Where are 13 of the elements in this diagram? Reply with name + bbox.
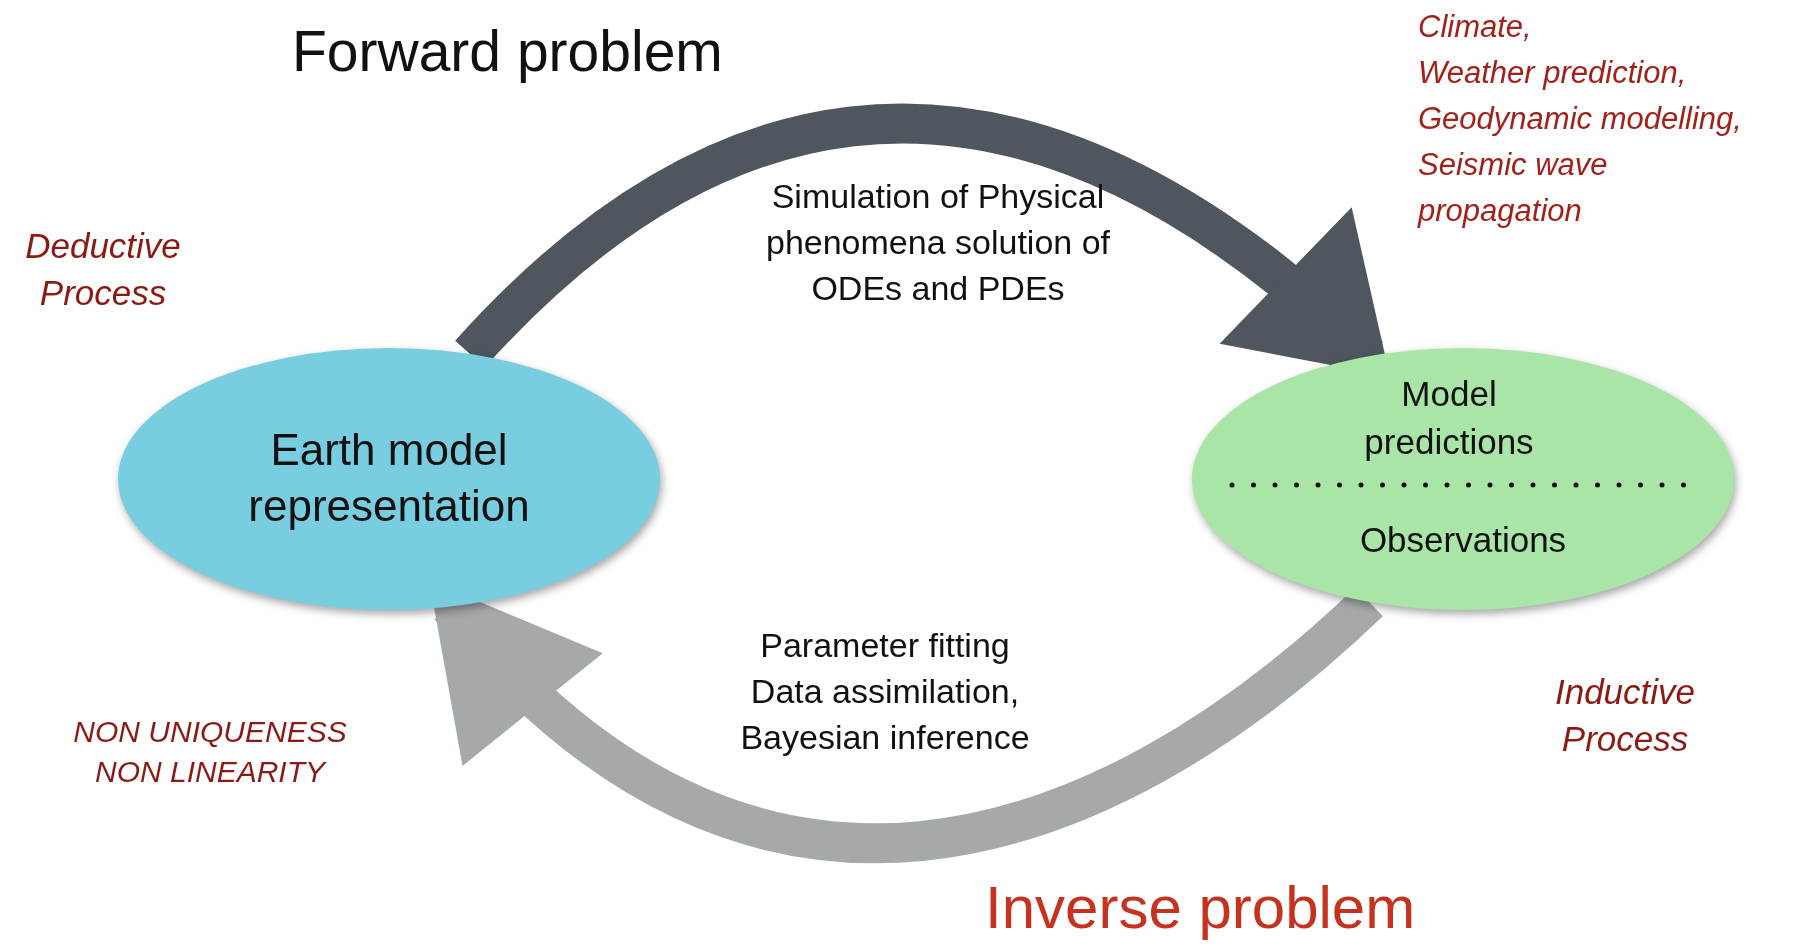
node-text: Earth model representation <box>247 424 531 532</box>
heading: Inverse problem <box>985 873 1417 943</box>
process-note: Inductive Process <box>1553 671 1697 760</box>
note-text: NON UNIQUENESS NON LINEARITY <box>72 714 348 790</box>
ellipse-node <box>1192 348 1734 610</box>
edge-label: Parameter fitting Data assimilation, Bayesian inference <box>739 625 1031 758</box>
ellipse-node <box>118 348 660 610</box>
heading: Forward problem <box>292 18 724 84</box>
example-list: Climate, Weather prediction, Geodynamic modelling, Seismic wave propagation <box>1418 4 1808 234</box>
process-note: Deductive Process <box>24 225 182 314</box>
edge-label: Simulation of Physical phenomena solution of ODEs and PDEs <box>764 176 1111 309</box>
node-text: Model predictions <box>1363 373 1535 463</box>
node-text: Observations <box>1358 519 1568 561</box>
